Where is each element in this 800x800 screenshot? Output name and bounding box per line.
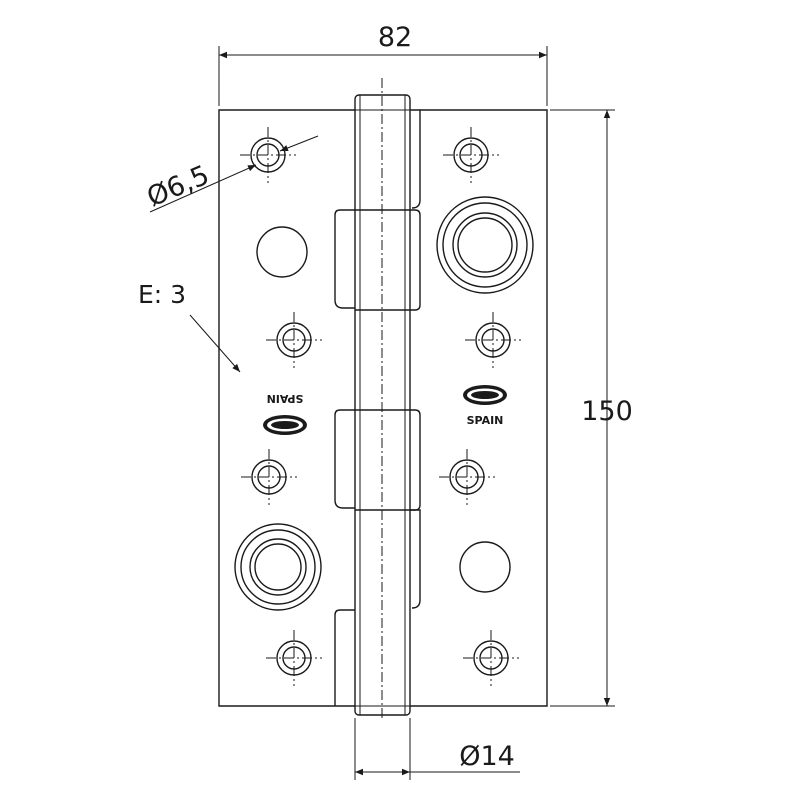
screw-hole — [266, 630, 322, 686]
width-label: 82 — [378, 22, 412, 53]
security-stud — [436, 196, 534, 294]
pin-diameter-dimension — [354, 718, 520, 780]
hinge-knuckle — [334, 94, 421, 716]
width-dimension — [218, 46, 548, 106]
screw-hole — [465, 312, 521, 368]
thickness-leader — [189, 314, 241, 373]
hole-diameter-label: Ø6,5 — [143, 160, 214, 214]
screw-hole — [443, 127, 499, 183]
pin-diameter-label: Ø14 — [459, 741, 515, 772]
security-stud — [234, 523, 322, 611]
brand-logo — [463, 385, 507, 405]
stud-hole — [459, 541, 511, 593]
screw-hole — [439, 449, 495, 505]
thickness-label: E: 3 — [138, 280, 186, 309]
brand-label: SPAIN — [267, 392, 304, 405]
brand-logo — [263, 415, 307, 435]
left-leaf-outline — [218, 109, 355, 707]
stud-hole — [256, 226, 308, 278]
hole-diameter-leader — [149, 164, 257, 213]
screw-hole — [266, 312, 322, 368]
screw-hole — [241, 449, 297, 505]
brand-label: SPAIN — [467, 414, 504, 427]
screw-hole — [240, 127, 296, 183]
hole-diameter-leader — [279, 135, 319, 152]
right-leaf-outline — [410, 109, 548, 707]
height-dimension — [550, 109, 615, 707]
height-label: 150 — [581, 396, 633, 427]
screw-hole — [463, 630, 519, 686]
